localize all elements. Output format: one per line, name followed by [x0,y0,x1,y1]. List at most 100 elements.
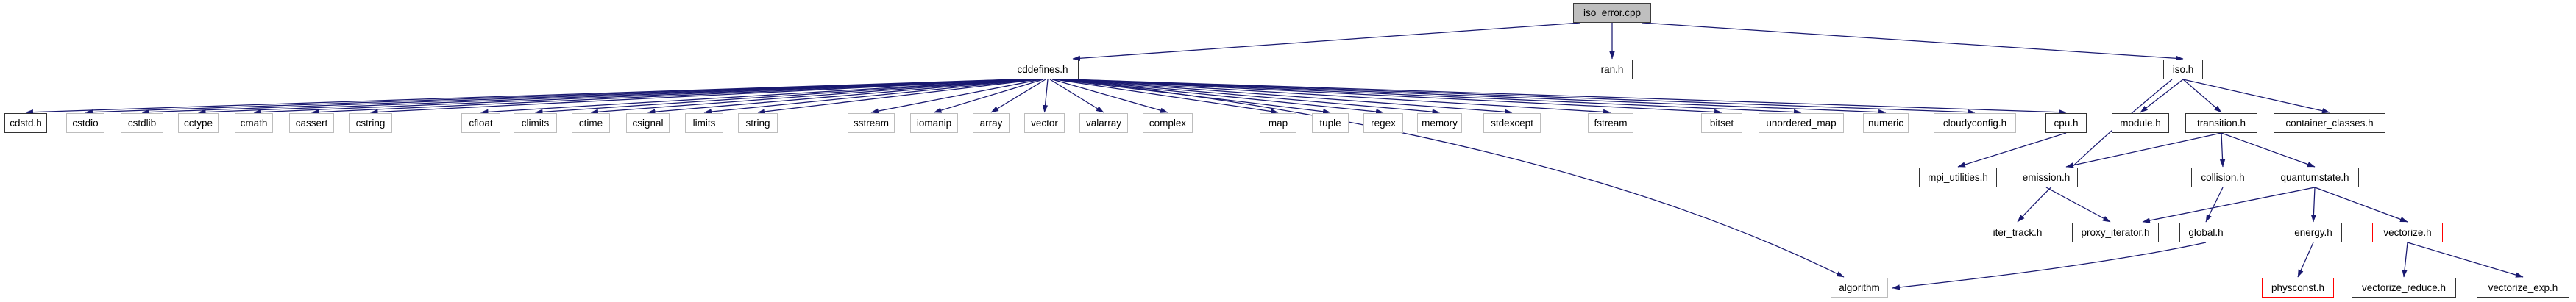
edge-cddefines-h--climits [535,79,1031,115]
node-label: iso.h [2172,63,2194,75]
edge-cddefines-h--complex [1051,79,1168,113]
node-label: cassert [295,117,328,129]
node-vectorize-h[interactable]: vectorize.h [2372,223,2443,242]
edge-cddefines-h--cstring [370,79,1026,115]
node-label: iter_track.h [1993,226,2043,238]
node-vectorize-reduce-h[interactable]: vectorize_reduce.h [2352,278,2456,298]
edge-transition-h--collision-h [2219,132,2226,168]
edge-energy-h--physconst-h [2297,242,2314,278]
node-physconst-h[interactable]: physconst.h [2262,278,2334,298]
edge-cddefines-h--bitset [1063,79,1722,115]
node-valarray: valarray [1079,113,1128,133]
node-mpi-utilities-h[interactable]: mpi_utilities.h [1919,168,1997,187]
node-bitset: bitset [1701,113,1742,133]
edge-cpu-h--mpi-utilities-h [1957,132,2067,168]
node-label: transition.h [2196,117,2246,129]
node-label: global.h [2188,226,2224,238]
node-container-classes-h[interactable]: container_classes.h [2274,113,2385,133]
node-label: physconst.h [2271,281,2325,293]
node-global-h[interactable]: global.h [2179,223,2232,242]
node-label: sstream [853,117,889,129]
node-cstdio: cstdio [66,113,104,133]
edge-iso-error-cpp--iso-h [1642,22,2184,62]
node-memory: memory [1417,113,1462,133]
edge-transition-h--quantumstate-h [2221,132,2316,168]
edge-iso-h--container-classes-h [2182,79,2330,114]
node-tuple: tuple [1312,113,1349,133]
node-emission-h[interactable]: emission.h [2015,168,2078,187]
edge-quantumstate-h--energy-h [2310,187,2317,223]
node-climits: climits [514,113,557,133]
edge-cddefines-h--cpu-h [1069,79,2067,115]
edge-cddefines-h--cfloat [480,79,1029,115]
node-label: cpu.h [2054,117,2079,129]
node-cmath: cmath [235,113,273,133]
node-label: cstring [355,117,386,129]
node-module-h[interactable]: module.h [2112,113,2169,133]
node-cpu-h[interactable]: cpu.h [2045,113,2087,133]
edge-cddefines-h--stdexcept [1060,79,1513,115]
node-cstdlib: cstdlib [121,113,163,133]
node-cassert: cassert [289,113,334,133]
node-ctime: ctime [572,113,610,133]
edge-iso-h--iter-track-h [2017,79,2173,223]
node-proxy-iterator-h[interactable]: proxy_iterator.h [2072,223,2159,242]
node-label: energy.h [2294,226,2332,238]
node-label: complex [1149,117,1187,129]
node-cdstd-h[interactable]: cdstd.h [4,113,47,133]
node-unordered-map: unordered_map [1759,113,1844,133]
node-iter-track-h[interactable]: iter_track.h [1984,223,2051,242]
node-label: unordered_map [1766,117,1837,129]
node-cddefines-h[interactable]: cddefines.h [1007,60,1079,79]
node-transition-h[interactable]: transition.h [2185,113,2257,133]
node-quantumstate-h[interactable]: quantumstate.h [2271,168,2359,187]
node-label: proxy_iterator.h [2081,226,2150,238]
edge-vectorize-h--vectorize-reduce-h [2402,242,2408,278]
node-label: cstdio [72,117,99,129]
node-label: limits [692,117,716,129]
node-stdexcept: stdexcept [1483,113,1541,133]
edge-cddefines-h--cmath [253,79,1022,115]
node-label: csignal [632,117,664,129]
edge-cddefines-h--limits [703,79,1037,115]
node-label: ctime [578,117,603,129]
edge-quantumstate-h--proxy-iterator-h [2142,187,2316,223]
node-label: ran.h [1600,63,1624,75]
node-label: memory [1422,117,1458,129]
node-label: string [745,117,770,129]
node-label: module.h [2120,117,2161,129]
edge-cddefines-h--algorithm [1064,79,1845,278]
node-label: regex [1371,117,1396,129]
edge-cddefines-h--cloudyconfig-h [1068,79,1976,115]
node-array: array [973,113,1010,133]
node-label: cfloat [469,117,493,129]
node-vector: vector [1024,113,1065,133]
node-complex: complex [1143,113,1193,133]
node-label: map [1268,117,1288,129]
node-iso-h[interactable]: iso.h [2163,60,2203,79]
node-label: vectorize_exp.h [2488,281,2558,293]
node-label: emission.h [2022,171,2071,183]
node-label: stdexcept [1491,117,1533,129]
node-label: tuple [1319,117,1341,129]
edge-cddefines-h--valarray [1049,79,1104,113]
node-label: fstream [1594,117,1628,129]
node-label: container_classes.h [2285,117,2374,129]
node-ran-h[interactable]: ran.h [1592,60,1633,79]
node-string: string [738,113,778,133]
node-sstream: sstream [848,113,895,133]
node-label: cctype [183,117,213,129]
edge-cddefines-h--unordered-map [1065,79,1802,115]
node-label: iomanip [916,117,952,129]
node-vectorize-exp-h[interactable]: vectorize_exp.h [2477,278,2569,298]
edge-cddefines-h--csignal [647,79,1035,115]
node-collision-h[interactable]: collision.h [2191,168,2254,187]
edge-cddefines-h--fstream [1062,79,1611,115]
edge-cddefines-h--vector [1042,79,1049,113]
node-label: quantumstate.h [2280,171,2349,183]
node-energy-h[interactable]: energy.h [2285,223,2342,242]
node-fstream: fstream [1588,113,1633,133]
node-cloudyconfig-h: cloudyconfig.h [1934,113,2016,133]
edge-global-h--algorithm [1892,242,2207,290]
